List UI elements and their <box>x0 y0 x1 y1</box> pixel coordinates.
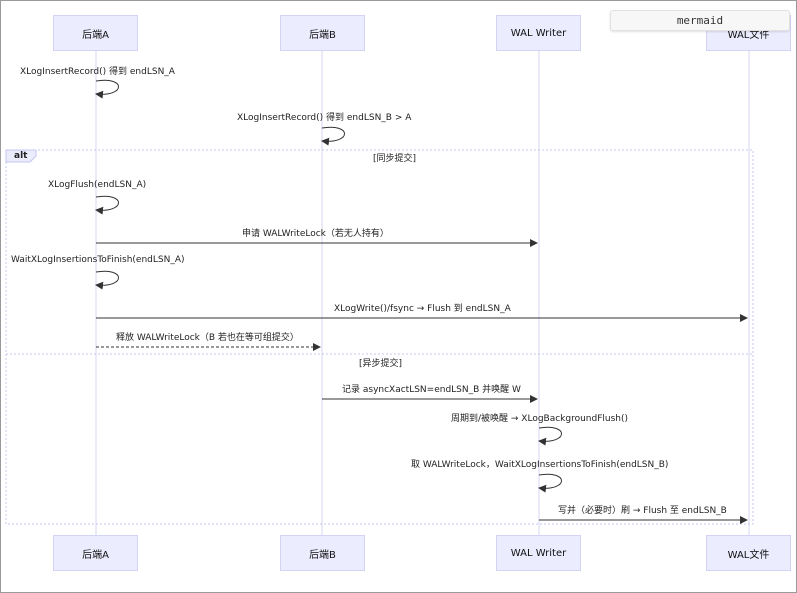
participant-backend-a-top: 后端A <box>53 15 138 51</box>
mermaid-badge[interactable]: mermaid <box>610 10 790 31</box>
self-loop-2 <box>321 126 345 146</box>
message-label: 取 WALWriteLock，WaitXLogInsertionsToFinis… <box>411 460 669 470</box>
alt-keyword: alt <box>14 151 28 161</box>
message-label: XLogInsertRecord() 得到 endLSN_A <box>20 67 175 77</box>
participant-backend-a-bottom: 后端A <box>53 535 138 571</box>
message-label: XLogInsertRecord() 得到 endLSN_B > A <box>237 113 412 123</box>
message-label: WaitXLogInsertionsToFinish(endLSN_A) <box>11 255 185 265</box>
self-loop-3 <box>95 195 119 215</box>
message-label: 申请 WALWriteLock（若无人持有） <box>242 229 389 239</box>
alt-sync-label: [同步提交] <box>373 154 417 164</box>
participant-wal-file-bottom: WAL文件 <box>706 535 791 571</box>
message-label: 周期到/被唤醒 → XLogBackgroundFlush() <box>451 414 629 424</box>
alt-async-label: [异步提交] <box>359 359 403 369</box>
message-label: 释放 WALWriteLock（B 若也在等可组提交） <box>116 333 299 343</box>
participant-backend-b-top: 后端B <box>280 15 365 51</box>
self-loop-6 <box>538 473 562 493</box>
message-label: 写并（必要时）刷 → Flush 至 endLSN_B <box>558 506 727 516</box>
alt-tab <box>5 149 37 163</box>
participant-backend-b-bottom: 后端B <box>280 535 365 571</box>
self-loop-5 <box>538 426 562 446</box>
message-label: 记录 asyncXactLSN=endLSN_B 并唤醒 W <box>342 385 521 395</box>
participant-wal-writer-top: WAL Writer <box>496 15 581 51</box>
message-label: XLogWrite()/fsync → Flush 到 endLSN_A <box>334 304 511 314</box>
self-loop-4 <box>95 270 119 290</box>
alt-box <box>5 149 754 525</box>
self-loop-1 <box>95 79 119 99</box>
message-label: XLogFlush(endLSN_A) <box>48 180 147 190</box>
participant-wal-writer-bottom: WAL Writer <box>496 535 581 571</box>
